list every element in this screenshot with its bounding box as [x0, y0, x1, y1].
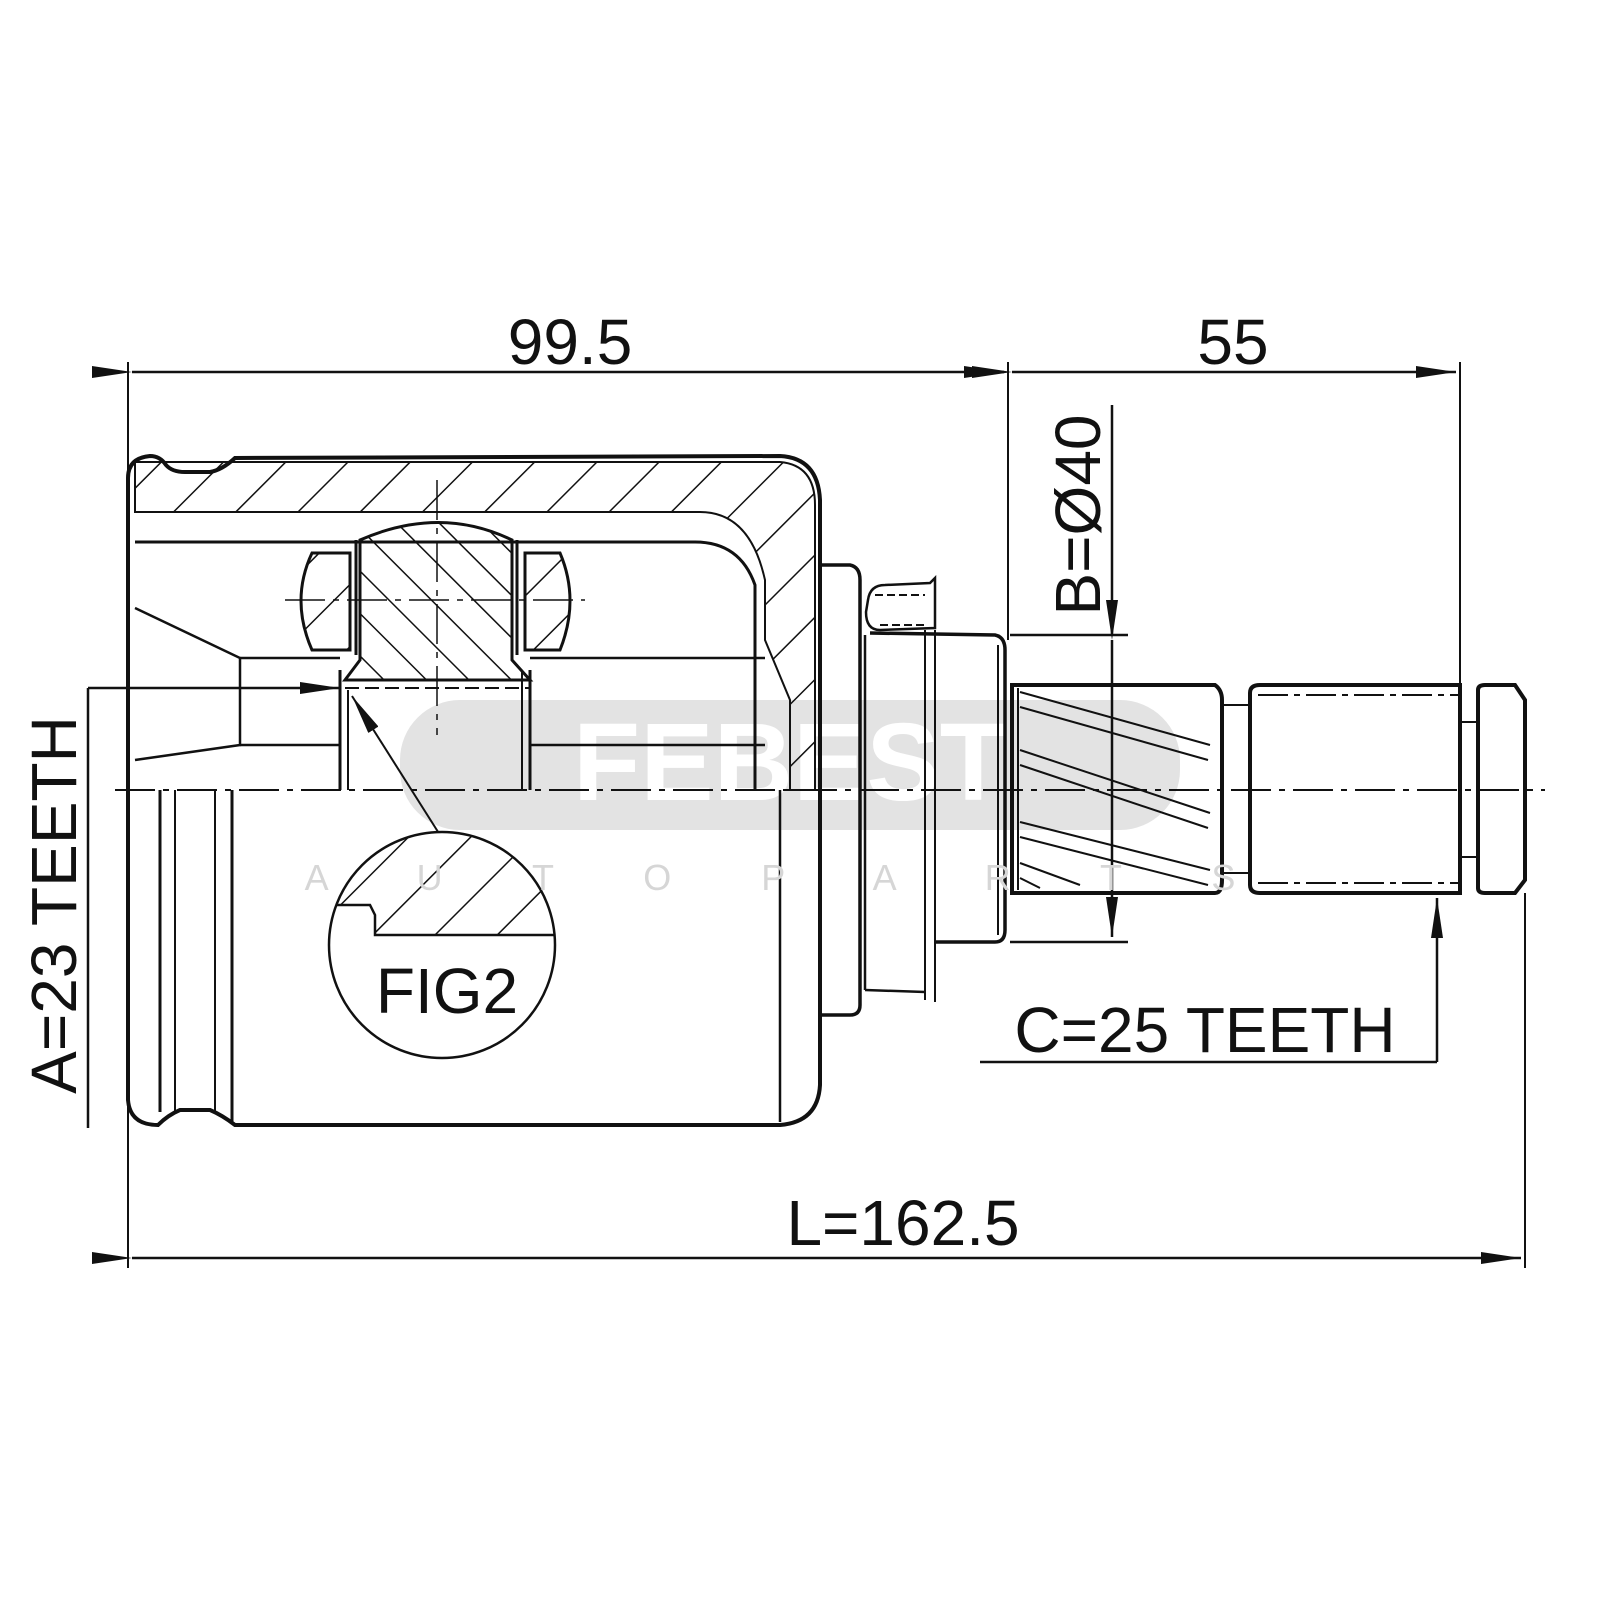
fig2-detail: FIG2: [327, 830, 557, 1060]
fig2-label: FIG2: [376, 955, 518, 1027]
dimension-lines: [86, 366, 1521, 1264]
outer-housing: [126, 453, 822, 1128]
tripod-roller-section: [285, 480, 585, 836]
splined-shaft: [1010, 683, 1527, 895]
dim-total-length: L=162.5: [786, 1187, 1019, 1259]
watermark-subtitle: A U T O P A R T S: [305, 857, 1276, 898]
dim-outer-teeth: C=25 TEETH: [1014, 994, 1395, 1066]
dim-outer-diameter: B=Ø40: [1042, 414, 1114, 615]
dim-shaft-length: 55: [1197, 306, 1268, 378]
dim-inner-teeth: A=23 TEETH: [18, 716, 90, 1094]
dim-housing-length: 99.5: [508, 306, 633, 378]
